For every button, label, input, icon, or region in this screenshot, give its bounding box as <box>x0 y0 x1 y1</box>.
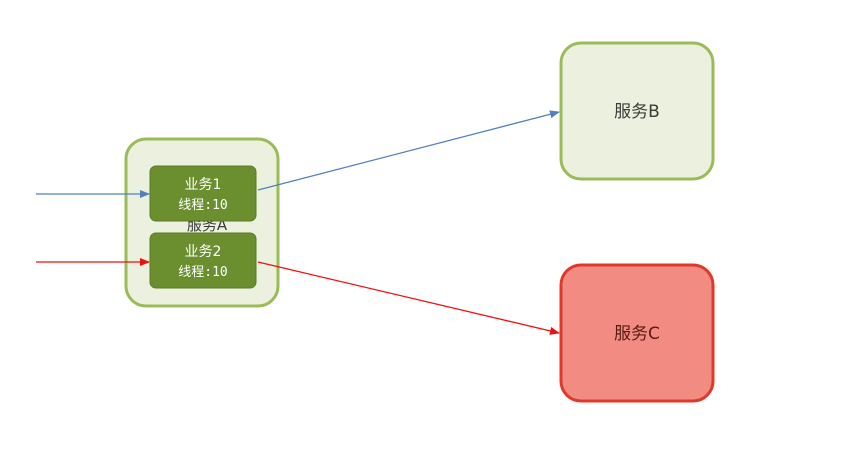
arrow-business-1-to-service-b <box>257 110 560 191</box>
business-1-threads: 线程:10 <box>178 198 227 213</box>
business-2-box <box>149 232 257 289</box>
business-1-label: 业务1 <box>185 177 222 193</box>
service-c-box <box>559 263 715 403</box>
arrow-business-2-to-service-c <box>257 261 560 335</box>
business-2-label: 业务2 <box>185 244 222 260</box>
service-b-label: 服务B <box>614 102 660 122</box>
business-2-threads: 线程:10 <box>178 265 227 280</box>
service-c-label: 服务C <box>614 324 660 344</box>
business-1-box <box>149 165 257 222</box>
service-b-box <box>559 41 715 181</box>
